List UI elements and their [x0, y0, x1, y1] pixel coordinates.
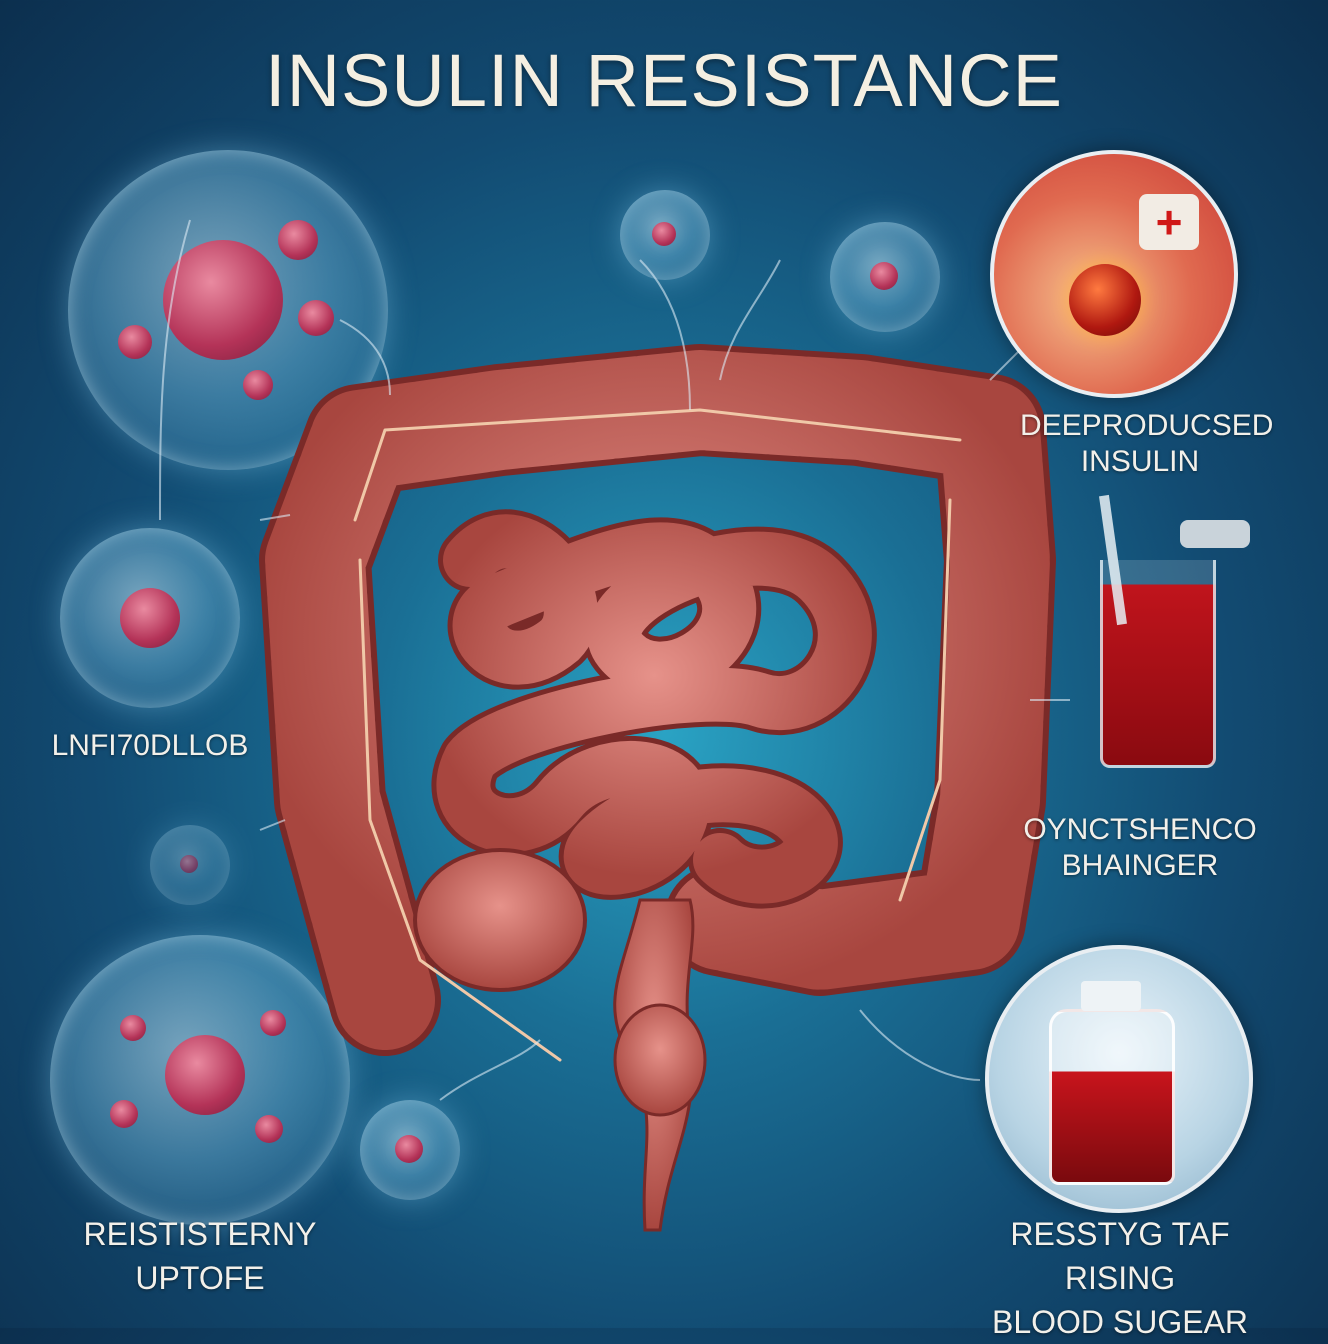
label-line: OYNCTSHENCO [1023, 813, 1257, 846]
cell-icon [830, 222, 940, 332]
label-line: UPTOFE [135, 1260, 265, 1296]
large-intestine [265, 350, 1050, 1050]
cell-nucleus [278, 220, 318, 260]
cell-nucleus [120, 1015, 146, 1041]
cecum [413, 848, 587, 992]
connector-arrow [339, 319, 391, 396]
label-line: INSULIN [1080, 445, 1200, 478]
bottle-cap-icon [1081, 981, 1141, 1011]
page-title: INSULIN RESISTANCE [265, 39, 1063, 122]
small-intestine [436, 514, 872, 904]
label-line: BHAINGER [1061, 849, 1219, 882]
connector-arrow [259, 514, 291, 521]
pancreas-inset: + [990, 150, 1238, 398]
label-line: DEEPRODUCSED [1020, 409, 1274, 442]
cell-nucleus [120, 588, 180, 648]
cell-nucleus [163, 240, 283, 360]
pancreas-flame-icon [1069, 264, 1141, 336]
cell-nucleus [652, 222, 676, 246]
cell-nucleus [260, 1010, 286, 1036]
connector-arrow [439, 1039, 541, 1101]
label-bottom-right: RESSTYG TAF RISING BLOOD SUGEAR [960, 1212, 1280, 1344]
cell-icon [620, 190, 710, 280]
connector-arrow [859, 1009, 981, 1081]
cell-nucleus [118, 325, 152, 359]
label-line: RESSTYG TAF RISING [1010, 1216, 1230, 1296]
connector-arrows [159, 219, 1070, 1101]
label-line: BLOOD SUGEAR [991, 1304, 1249, 1340]
cell-nucleus [165, 1035, 245, 1115]
cell-nucleus [395, 1135, 423, 1163]
cell-nucleus [255, 1115, 283, 1143]
blood-vessel [898, 498, 952, 902]
syringe-icon [1180, 520, 1250, 548]
blood-vessel [353, 408, 962, 522]
label-mid-right: OYNCTSHENCO BHAINGER [1020, 812, 1260, 884]
label-deproduced-insulin: DEEPRODUCSED INSULIN [1020, 408, 1274, 480]
cell-nucleus [243, 370, 273, 400]
connector-arrow [159, 219, 191, 521]
rectum-bulge [613, 1003, 707, 1117]
connector-arrow [989, 349, 1021, 381]
cell-nucleus [110, 1100, 138, 1128]
cell-icon [360, 1100, 460, 1200]
connector-arrow [259, 819, 286, 831]
cell-icon [50, 935, 350, 1225]
label-mid-left: LNFI70DLLOB [51, 729, 249, 762]
cell-nucleus [180, 855, 198, 873]
cell-icon [60, 528, 240, 708]
cell-nucleus [870, 262, 898, 290]
connector-arrow [639, 259, 691, 411]
connector-arrow [719, 259, 781, 381]
blood-sugar-inset [985, 945, 1253, 1213]
red-cross-icon: + [1139, 194, 1199, 250]
cell-icon [150, 825, 230, 905]
cell-nucleus [298, 300, 334, 336]
label-bottom-left: REISTISTERNY UPTOFE [60, 1212, 340, 1300]
blood-vessel [358, 558, 562, 1062]
label-line: REISTISTERNY [83, 1216, 317, 1252]
blood-bottle-icon [1049, 1009, 1175, 1185]
